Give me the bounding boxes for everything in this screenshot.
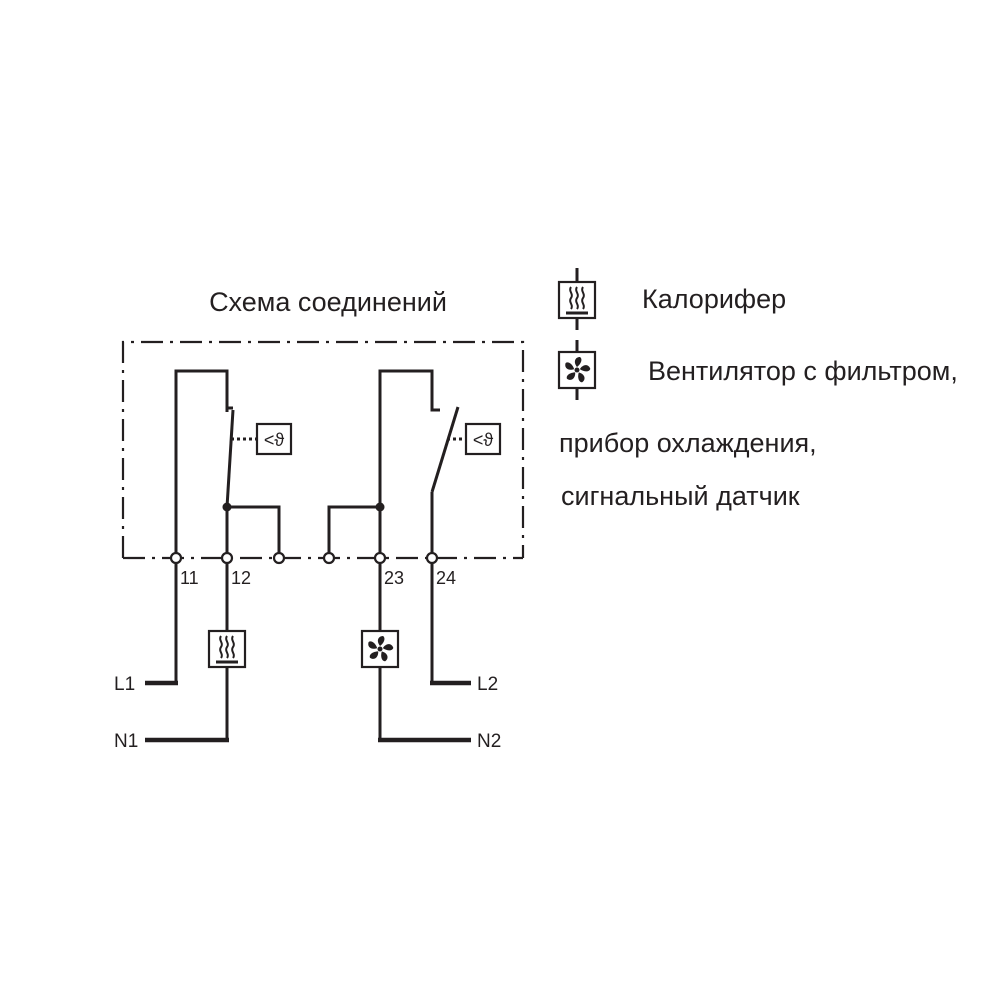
terminal-bridge-left — [272, 551, 286, 565]
heater-load — [207, 629, 247, 669]
legend-heater-label: Калорифер — [642, 284, 786, 314]
terminal-label-11: 11 — [180, 568, 199, 588]
fan-load — [360, 629, 400, 669]
terminal-11 — [169, 551, 183, 565]
legend-fan-line-1: Вентилятор с фильтром, — [648, 356, 958, 386]
right-thermostat-circuit: <ϑ — [327, 369, 502, 558]
left-thermostat-circuit: <ϑ — [174, 369, 293, 558]
terminal-label-24: 24 — [436, 568, 456, 588]
terminal-12 — [220, 551, 234, 565]
thermostat-symbol-left: <ϑ — [264, 430, 285, 450]
legend-fan-line-2: прибор охлаждения, — [559, 428, 817, 458]
external-wiring — [145, 563, 471, 743]
legend: Калорифер Вентилятор с фильтром, прибор … — [557, 268, 958, 511]
thermostat-box-right — [464, 422, 502, 456]
wire-label-n1: N1 — [114, 731, 138, 752]
wire-label-l2: L2 — [477, 674, 498, 695]
thermostat-symbol-right: <ϑ — [473, 430, 494, 450]
wire-label-n2: N2 — [477, 731, 501, 752]
terminal-row — [169, 551, 439, 565]
diagram-title: Схема соединений — [209, 287, 447, 317]
terminal-bridge-right — [322, 551, 336, 565]
junction-left — [222, 502, 232, 512]
thermostat-box-left — [255, 422, 293, 456]
wire-label-l1: L1 — [114, 674, 135, 695]
terminal-23 — [373, 551, 387, 565]
terminal-label-12: 12 — [231, 568, 251, 588]
legend-fan-line-3: сигнальный датчик — [561, 481, 800, 511]
terminal-24 — [425, 551, 439, 565]
terminal-label-23: 23 — [384, 568, 404, 588]
enclosure-outline — [121, 340, 525, 560]
junction-right — [375, 502, 385, 512]
